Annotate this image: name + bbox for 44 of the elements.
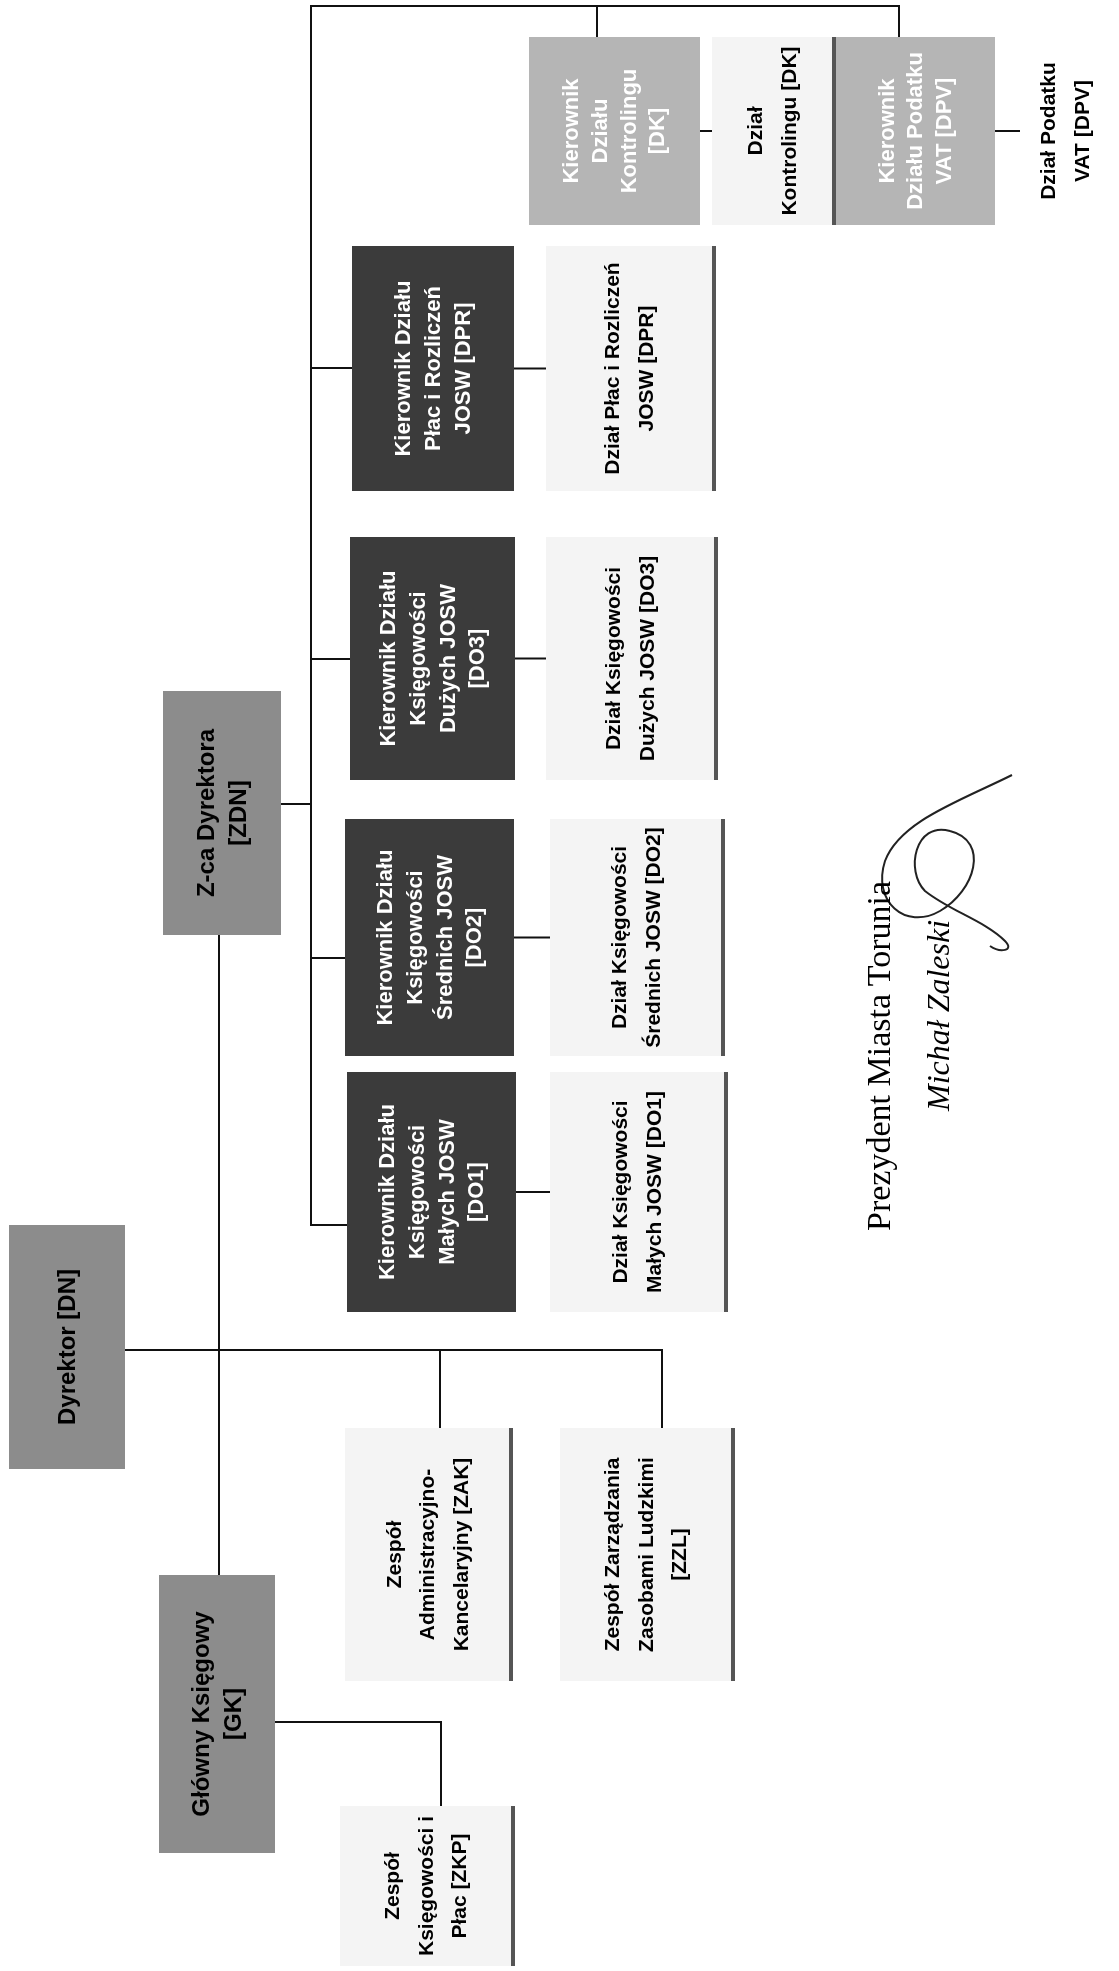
department-label: Dział Podatku VAT [DPV]	[1035, 61, 1094, 202]
position-title: Kierownik Działu Księgowości Małych JOSW [DO1]	[373, 1103, 490, 1283]
department-panel	[550, 819, 725, 1056]
connector-line	[514, 657, 547, 660]
position-box	[352, 246, 514, 491]
department-label: Zespół Administracyjno- Kancelaryjny [ZAK]	[380, 1456, 473, 1654]
department-label: Dział Księgowości Średnich JOSW [DO2]	[605, 827, 665, 1048]
position-title: Z-ca Dyrektora [ZDN]	[190, 727, 252, 900]
position-title: Kierownik Działu Księgowości Dużych JOSW [DO3]	[374, 569, 491, 749]
department-panel	[712, 37, 836, 225]
position-box	[836, 37, 995, 225]
position-box	[345, 819, 514, 1056]
position-box	[350, 537, 515, 780]
connector-line	[513, 367, 547, 370]
position-title: Dyrektor [DN]	[51, 1269, 81, 1425]
department-panel	[546, 246, 716, 491]
position-title: Główny Księgowy [GK]	[185, 1610, 247, 1819]
department-label: Dział Kontrolingu [DK]	[742, 45, 801, 217]
signatory-title: Prezydent Miasta Torunia	[862, 880, 896, 1231]
position-title: Kierownik Działu Płac i Rozliczeń JOSW [DPR]	[389, 279, 476, 459]
department-label: Zespół Księgowości i Płac [ZKP]	[379, 1815, 472, 1958]
position-box	[347, 1072, 516, 1312]
position-title: Kierownik Działu Księgowości Średnich JOSW [DO2]	[371, 848, 488, 1028]
department-panel	[550, 1072, 728, 1312]
connector-line	[513, 936, 551, 939]
connector-line	[274, 1721, 442, 1807]
connector-line	[515, 1191, 551, 1193]
department-label: Dział Księgowości Małych JOSW [DO1]	[607, 1090, 666, 1295]
connector-line	[994, 130, 1021, 132]
department-panel	[345, 1428, 513, 1681]
department-label: Zespół Zarządzania Zasobami Ludzkimi [ZZL]	[599, 1456, 692, 1654]
position-box	[163, 691, 281, 935]
position-title: Kierownik Działu Podatku VAT [DPV]	[872, 51, 957, 212]
connector-line	[699, 130, 713, 132]
department-panel	[340, 1806, 515, 1966]
department-panel	[560, 1428, 735, 1681]
position-box	[159, 1575, 275, 1853]
department-label: Dział Płac i Rozliczeń JOSW [DPR]	[599, 261, 658, 477]
position-box	[529, 37, 700, 225]
signatory-name: Michał Zaleski	[922, 919, 954, 1111]
position-box	[9, 1225, 125, 1469]
department-label: Dział Księgowości Dużych JOSW [DO3]	[600, 554, 659, 764]
position-title: Kierownik Działu Kontrolingu [DK]	[557, 67, 671, 196]
department-panel	[546, 537, 718, 780]
